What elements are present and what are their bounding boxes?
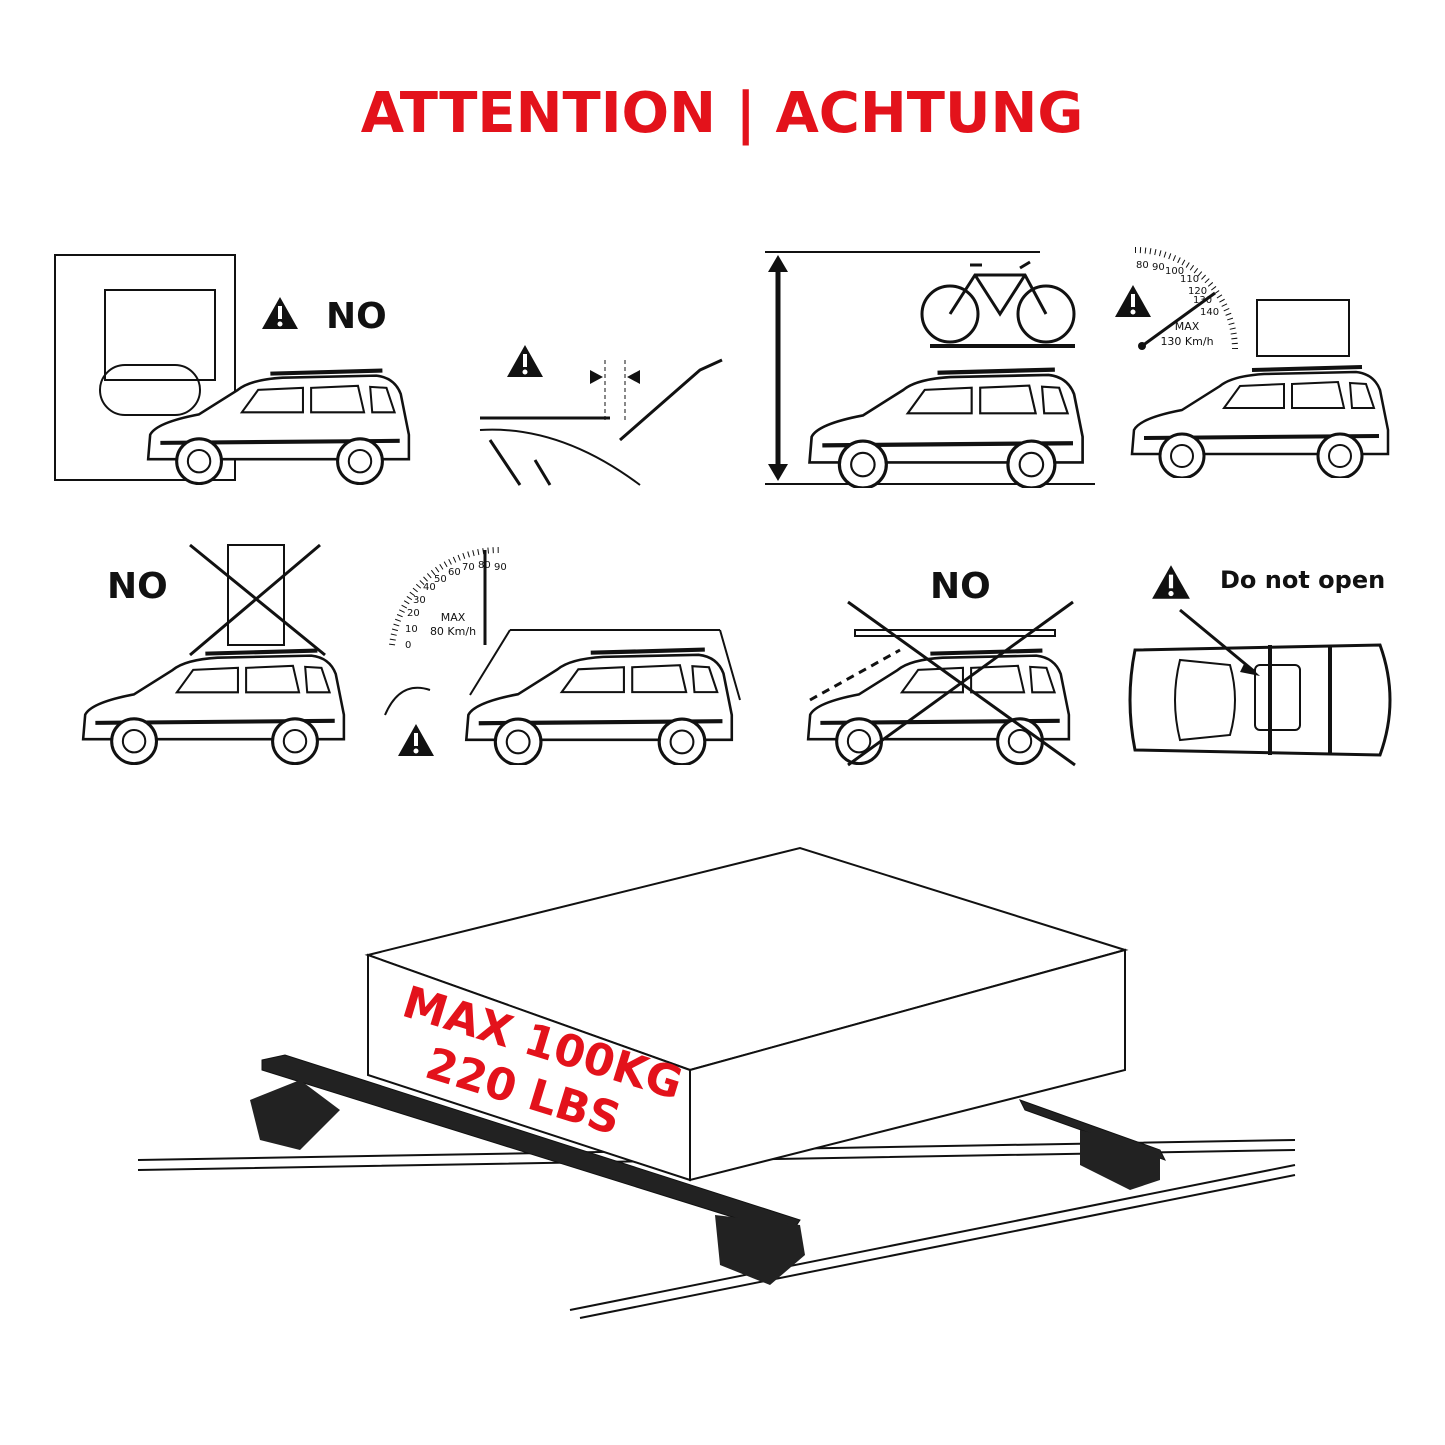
long-load-icon bbox=[854, 629, 1056, 637]
warning-icon bbox=[398, 724, 434, 756]
speed-tick: 140 bbox=[1200, 307, 1219, 318]
car-icon bbox=[810, 370, 1083, 488]
speed-tick: 90 bbox=[494, 562, 507, 573]
speed-tick: 70 bbox=[462, 562, 475, 573]
max-speed-value: 80 Km/h bbox=[430, 625, 476, 638]
speed-tick: 80 bbox=[1136, 260, 1149, 271]
car-top-view-icon bbox=[1128, 608, 1392, 757]
speed-tick: 120 bbox=[1188, 286, 1207, 297]
panel-height-bike bbox=[765, 251, 1095, 488]
speed-tick: 30 bbox=[413, 595, 426, 606]
foot-mount bbox=[1080, 1130, 1160, 1190]
no-label: NO bbox=[326, 296, 387, 337]
foot-mount bbox=[715, 1215, 805, 1285]
car-icon bbox=[83, 651, 344, 764]
warning-icon bbox=[1115, 285, 1151, 317]
do-not-open-label: Do not open bbox=[1220, 566, 1385, 594]
panel-speed-80: 0 10 20 30 40 50 60 70 80 90 MAX 80 Km/h bbox=[384, 546, 741, 765]
speed-tick: 0 bbox=[405, 640, 411, 651]
panel-sunroof: Do not open bbox=[1128, 565, 1392, 757]
foot-mount bbox=[250, 1080, 340, 1150]
tall-box-icon bbox=[227, 544, 285, 646]
no-label: NO bbox=[107, 566, 168, 607]
speed-tick: 20 bbox=[407, 608, 420, 619]
speed-needle bbox=[1141, 291, 1216, 348]
car-icon bbox=[148, 371, 409, 484]
sunroof-icon bbox=[1254, 664, 1301, 731]
car-icon bbox=[466, 650, 731, 765]
cross-icon bbox=[189, 543, 326, 657]
panel-bar-overhang bbox=[479, 345, 723, 486]
car-wash-frame bbox=[54, 254, 236, 481]
cargo-box-side bbox=[689, 948, 1126, 1182]
speed-tick: 50 bbox=[434, 574, 447, 585]
page-title: ATTENTION | ACHTUNG bbox=[361, 81, 1084, 146]
strap-icon bbox=[384, 686, 431, 716]
warning-icon bbox=[507, 345, 543, 377]
wash-brush-icon bbox=[99, 364, 201, 416]
panel-car-wash: NO bbox=[54, 254, 409, 484]
speed-tick: 40 bbox=[423, 582, 436, 593]
car-icon bbox=[1132, 367, 1388, 478]
arrow-icon bbox=[619, 358, 723, 442]
max-label: MAX bbox=[441, 611, 466, 624]
speed-tick: 100 bbox=[1165, 266, 1184, 277]
no-label: NO bbox=[930, 566, 991, 607]
roof-box-icon bbox=[1256, 299, 1350, 357]
panel-speed-130: 80 90 100 110 120 130 140 MAX 130 Km/h bbox=[1115, 247, 1388, 478]
roof-rail bbox=[569, 1164, 1296, 1319]
panel-long-load: NO bbox=[808, 566, 1076, 767]
speed-tick: 10 bbox=[405, 624, 418, 635]
panel-tall-load: NO bbox=[83, 543, 344, 764]
max-speed-value: 130 Km/h bbox=[1160, 335, 1213, 348]
speed-tick: 90 bbox=[1152, 262, 1165, 273]
max-label: MAX bbox=[1175, 320, 1200, 333]
warning-icon bbox=[262, 297, 298, 329]
warning-icon bbox=[1152, 565, 1190, 599]
bicycle-icon bbox=[920, 260, 1076, 348]
speed-tick: 60 bbox=[448, 567, 461, 578]
roof-rack-load-illustration: MAX 100KG 220 LBS bbox=[137, 846, 1296, 1319]
speed-tick: 110 bbox=[1180, 274, 1199, 285]
